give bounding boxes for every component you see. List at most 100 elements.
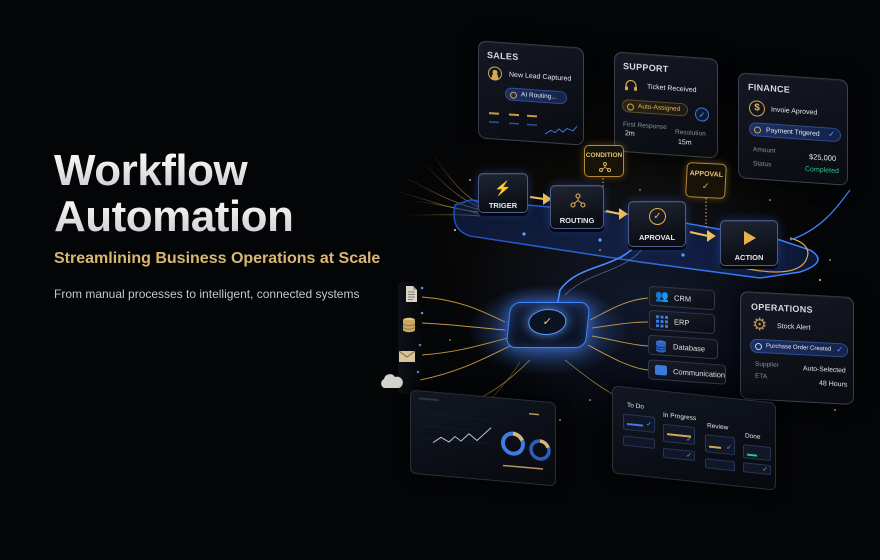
kanban-card[interactable] (623, 435, 655, 449)
database-icon (655, 340, 667, 353)
kanban-column-todo: To Do (627, 401, 644, 411)
integration-erp-label: ERP (674, 317, 690, 328)
finance-card: FINANCE $ Invoie Aproved Payment Trigere… (738, 72, 848, 186)
sales-card-title: SALES (487, 49, 519, 63)
integration-crm[interactable]: 👥 CRM (649, 285, 715, 311)
operations-supplier-label: Supplier (755, 360, 779, 370)
play-icon (744, 231, 756, 245)
operations-card-title: OPERATIONS (751, 301, 813, 315)
check-icon: ✓ (542, 316, 553, 328)
cloud-icon (381, 374, 403, 388)
branch-icon (570, 193, 586, 208)
check-circle-icon (627, 102, 634, 111)
flow-step-action-label: ACTION (734, 253, 764, 262)
hub-button: ✓ (526, 309, 568, 335)
flow-step-approval[interactable]: ✓ APROVAL (628, 201, 686, 247)
kanban-card[interactable] (705, 458, 735, 472)
hero-subtitle: Streamlining Business Operations at Scal… (54, 250, 381, 267)
approval-tag: APPOVAL ✓ (685, 161, 727, 200)
check-circle-icon (754, 126, 761, 134)
integration-communication[interactable]: Communication (648, 359, 726, 385)
kanban-card[interactable] (743, 444, 771, 462)
finance-status-pill: Payment Trigered ✓ (749, 121, 841, 143)
lightning-icon: ⚡ (494, 180, 512, 196)
users-icon: 👥 (655, 290, 669, 304)
support-confirm-badge: ✓ (695, 107, 709, 123)
kanban-card[interactable]: ✓ (743, 462, 771, 476)
sales-mini-chart (489, 112, 578, 135)
flow-step-approval-label: APROVAL (638, 233, 676, 242)
finance-status-value: Completed (805, 165, 839, 176)
chat-icon (655, 364, 667, 376)
kanban-card[interactable]: ✓ (623, 413, 655, 433)
finance-status-text: Payment Trigered (766, 126, 820, 138)
hero-description: From manual processes to intelligent, co… (54, 287, 360, 301)
finance-status-label: Status (753, 160, 772, 169)
check-icon: ✓ (828, 129, 835, 139)
headset-icon (625, 79, 637, 91)
gear-icon: ⚙ (752, 314, 768, 335)
analytics-chart (419, 397, 551, 470)
branch-icon (599, 162, 611, 172)
flow-step-trigger[interactable]: ⚡ TRIGER (478, 173, 528, 213)
flow-step-trigger-label: TRIGER (488, 201, 518, 210)
support-card-title: SUPPORT (623, 60, 669, 75)
grid-icon (656, 315, 668, 329)
integration-erp[interactable]: ERP (649, 309, 715, 335)
operations-eta-value: 48 Hours (819, 380, 848, 389)
user-avatar-icon (488, 65, 502, 81)
operations-eta-label: ETA (755, 372, 768, 381)
integration-database-label: Database (673, 342, 706, 354)
dollar-icon: $ (749, 99, 765, 118)
mail-icon (398, 350, 416, 362)
hero-heading: Workflow Automation (54, 148, 294, 241)
check-icon: ✓ (701, 180, 710, 192)
support-status-text: Auto-Assigned (638, 103, 681, 113)
condition-tag: CONDITION (584, 145, 624, 177)
sales-card: SALES New Lead Captured AI Routing... (478, 40, 584, 146)
finance-event: Invoie Aproved (771, 106, 818, 117)
kanban-board-panel: To Do In Progress Review Done ✓ ✓ ✓ ✓ ✓ (612, 385, 776, 491)
condition-tag-label: CONDITION (585, 152, 623, 159)
integration-communication-label: Communication (673, 367, 726, 380)
document-icon (406, 286, 417, 302)
kanban-column-in-progress: In Progress (663, 411, 697, 423)
operations-event: Stock Alert (777, 322, 811, 332)
support-card: SUPPORT Ticket Received Auto-Assigned ✓ … (614, 51, 718, 159)
check-circle-icon: ✓ (649, 208, 666, 225)
sales-status-pill: AI Routing... (505, 87, 567, 105)
check-icon: ✓ (836, 345, 843, 355)
flow-step-action[interactable]: ACTION (720, 220, 778, 266)
support-event: Ticket Received (647, 83, 697, 95)
sales-event: New Lead Captured (509, 71, 572, 83)
operations-status-pill: Purchase Order Created ✓ (750, 338, 848, 358)
support-metric2-label: Resolution (675, 128, 706, 138)
kanban-card[interactable]: ✓ (705, 434, 735, 456)
kanban-card[interactable]: ✓ (663, 423, 695, 446)
operations-status-text: Purchase Order Created (766, 343, 832, 353)
kanban-column-review: Review (707, 422, 729, 432)
finance-amount-value: $25,000 (809, 152, 837, 164)
finance-amount-label: Amount (753, 146, 776, 155)
check-circle-icon (755, 342, 762, 351)
automation-hub[interactable]: ✓ (505, 302, 591, 348)
hero-title-line2: Automation (54, 192, 294, 241)
kanban-column-done: Done (745, 432, 761, 441)
database-icon (402, 317, 416, 333)
kanban-card[interactable]: ✓ (663, 447, 695, 462)
support-metric2-value: 15m (678, 138, 692, 147)
flow-step-routing[interactable]: ROUTING (550, 185, 604, 229)
finance-card-title: FINANCE (748, 81, 791, 95)
approval-tag-label: APPOVAL (689, 170, 724, 179)
operations-supplier-value: Auto-Selected (803, 365, 846, 375)
hero-title-line1: Workflow (54, 148, 293, 194)
check-circle-icon (510, 91, 517, 99)
support-status-pill: Auto-Assigned (622, 98, 688, 117)
analytics-dashboard-panel (410, 389, 556, 487)
integration-database[interactable]: Database (648, 334, 718, 360)
flow-step-routing-label: ROUTING (559, 216, 595, 225)
sales-status-text: AI Routing... (521, 91, 557, 101)
integration-crm-label: CRM (674, 293, 692, 304)
support-metric1-value: 2m (625, 130, 635, 138)
